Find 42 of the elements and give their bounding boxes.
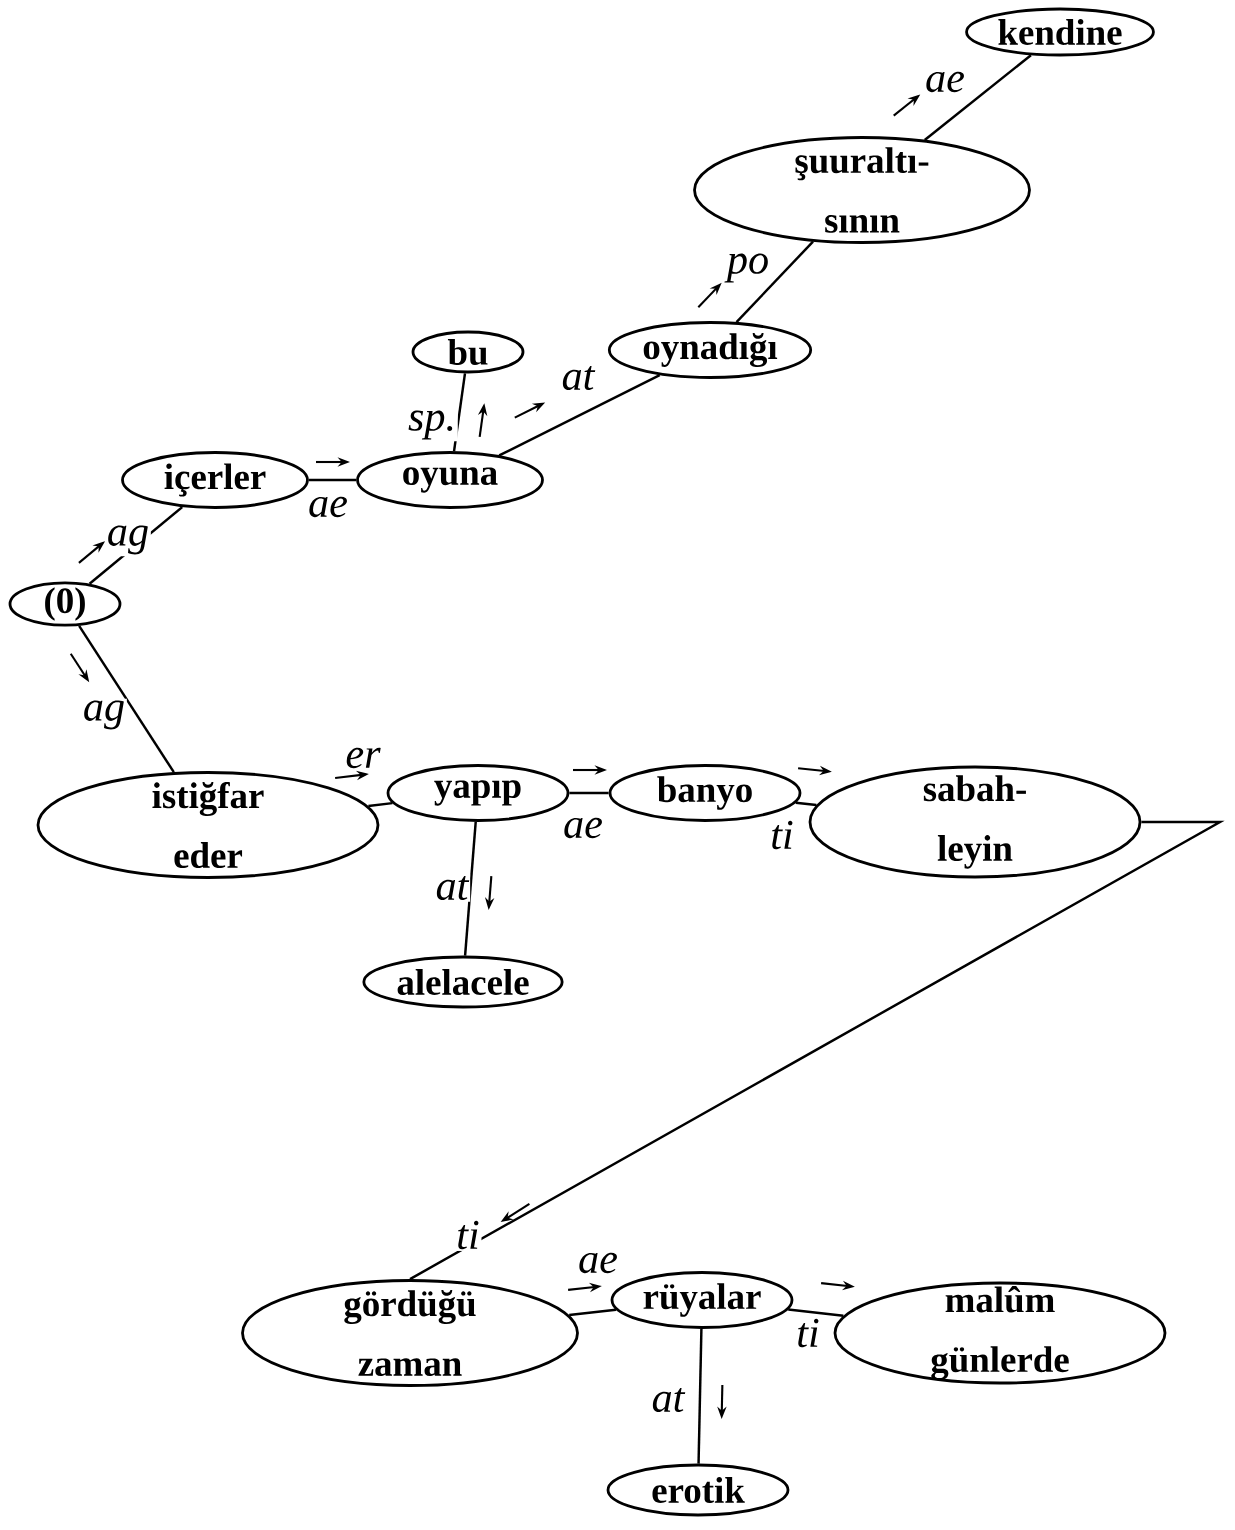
ellipse-node: alelacele (362, 955, 564, 1009)
connector-line (308, 478, 357, 482)
connector-line (735, 240, 814, 323)
connector-line (409, 820, 1225, 1281)
ellipse-node: gördüğü zaman (241, 1279, 579, 1387)
ellipse-node: şuuraltı- sının (693, 136, 1031, 244)
edge-label: ag (84, 700, 124, 730)
ellipse-node: oynadığı (607, 321, 813, 379)
ellipse-node: kendine (965, 7, 1155, 57)
connector-line (923, 54, 1032, 141)
edge-label: er (346, 747, 381, 769)
edge-label: ti (772, 820, 793, 850)
connector-line (368, 801, 393, 808)
edge-label: ti (458, 1220, 479, 1250)
ellipse-node: istiğfar eder (36, 771, 380, 879)
edge-label: ag (108, 525, 148, 555)
edge-label: ae (579, 1252, 617, 1274)
ellipse-node: sabah- leyin (808, 765, 1142, 879)
ellipse-node: oyuna (356, 451, 544, 509)
edge-label: sp. (408, 410, 453, 440)
edge-label: at (436, 875, 470, 901)
ellipse-node: bu (411, 330, 525, 374)
ellipse-node: malûm günlerde (833, 1281, 1167, 1385)
connector-line (569, 791, 609, 795)
ellipse-node: (0) (8, 581, 122, 627)
ellipse-node: erotik (606, 1463, 790, 1517)
ellipse-node: içerler (121, 451, 309, 509)
connector-line (569, 1308, 617, 1317)
connector-line (452, 373, 467, 452)
connector-line (788, 1308, 844, 1317)
edge-label: ae (309, 496, 347, 518)
connector-line (498, 374, 661, 457)
connector-line (795, 801, 817, 807)
connector-line (463, 821, 477, 956)
connector-line (697, 1328, 703, 1464)
edge-label: at (562, 365, 596, 391)
edge-label: po (724, 253, 768, 283)
connector-line (78, 625, 175, 773)
ellipse-node: banyo (608, 764, 802, 822)
edge-label: ae (926, 71, 964, 93)
edge-label: ti (798, 1318, 819, 1348)
edge-label: at (652, 1387, 686, 1413)
